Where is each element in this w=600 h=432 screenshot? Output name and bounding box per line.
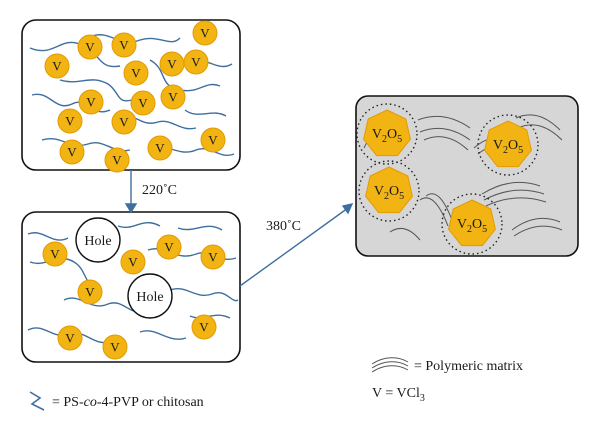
svg-text:V: V [138, 96, 148, 111]
svg-text:V: V [85, 40, 95, 55]
polymer-legend: = PS-co-4-PVP or chitosan [29, 391, 204, 411]
vcl3-particle: V [77, 279, 103, 305]
vcl3-particle: V [191, 314, 217, 340]
svg-text:V: V [86, 95, 96, 110]
step1-temperature-label: 220˚C [142, 183, 177, 198]
vcl3-particle: V [59, 139, 85, 165]
hole: Hole [75, 217, 121, 263]
vcl3-particle: V [120, 249, 146, 275]
matrix-line [515, 114, 561, 131]
matrix-legend: = Polymeric matrix [371, 357, 523, 374]
matrix-line [513, 225, 563, 237]
vcl3-particle: V [44, 53, 70, 79]
svg-text:V2O5: V2O5 [493, 138, 523, 156]
vcl3-particle: V [147, 135, 173, 161]
svg-text:Hole: Hole [84, 234, 111, 249]
vcl3-particle: V [57, 108, 83, 134]
svg-text:V: V [199, 320, 209, 335]
vcl3-particle: V [42, 241, 68, 267]
vcl3-particle: V [102, 334, 128, 360]
matrix-line [423, 136, 469, 151]
vcl3-particle: V [160, 84, 186, 110]
svg-text:V: V [50, 247, 60, 262]
matrix-line [389, 227, 421, 241]
arrow-up-right-icon [341, 203, 354, 215]
svg-text:V: V [67, 145, 77, 160]
hole: Hole [127, 273, 173, 319]
vcl3-particle: V [104, 147, 130, 173]
v2o5-particle: V2O5 [356, 103, 418, 165]
matrix-legend-text: = Polymeric matrix [414, 359, 523, 374]
svg-text:V: V [52, 59, 62, 74]
vcl3-legend: V = VCl3 [372, 386, 425, 404]
matrix-line [485, 197, 547, 207]
svg-text:V: V [85, 285, 95, 300]
matrix-line [481, 181, 541, 195]
process-arrows [124, 170, 354, 287]
svg-text:V: V [191, 55, 201, 70]
vcl3-particle: V [57, 325, 83, 351]
svg-text:V: V [208, 250, 218, 265]
svg-text:V: V [208, 133, 218, 148]
svg-text:V: V [168, 90, 178, 105]
vcl3-particle: V [111, 109, 137, 135]
svg-text:V: V [167, 57, 177, 72]
svg-text:V: V [155, 141, 165, 156]
v2o5-particle: V2O5 [477, 114, 539, 176]
svg-text:Hole: Hole [136, 290, 163, 305]
matrix-line [517, 124, 563, 141]
polymer-legend-text: = PS-co-4-PVP or chitosan [52, 395, 204, 410]
vcl3-legend-text: V = VCl3 [372, 386, 425, 404]
v2o5-particle: V2O5 [358, 160, 420, 222]
vcl3-particle: V [159, 51, 185, 77]
svg-text:V: V [112, 153, 122, 168]
v2o5-particle: V2O5 [441, 193, 503, 255]
vcl3-particle: V [156, 234, 182, 260]
svg-text:V: V [119, 38, 129, 53]
vcl3-particle: V [192, 20, 218, 46]
vcl3-particle: V [130, 90, 156, 116]
svg-text:V: V [200, 26, 210, 41]
vcl3-particle: V [200, 127, 226, 153]
svg-text:V: V [110, 340, 120, 355]
arrow-down-icon [124, 203, 138, 214]
svg-text:V: V [65, 331, 75, 346]
vcl3-particle: V [183, 49, 209, 75]
matrix-line [419, 197, 449, 227]
matrix-line [417, 115, 471, 129]
vcl3-particle: V [123, 60, 149, 86]
vcl3-particle: V [200, 244, 226, 270]
polymer-chain-legend-icon [29, 391, 45, 411]
svg-text:V2O5: V2O5 [374, 184, 404, 202]
vcl3-particle: V [111, 32, 137, 58]
svg-text:V: V [131, 66, 141, 81]
matrix-line [483, 189, 545, 201]
svg-text:V: V [65, 114, 75, 129]
svg-text:V2O5: V2O5 [372, 127, 402, 145]
step2-temperature-label: 380˚C [266, 219, 301, 234]
svg-text:V2O5: V2O5 [457, 217, 487, 235]
svg-text:V: V [119, 115, 129, 130]
svg-text:V: V [128, 255, 138, 270]
matrix-line [511, 217, 561, 231]
svg-text:V: V [164, 240, 174, 255]
matrix-line [419, 127, 471, 141]
vcl3-particle: V [77, 34, 103, 60]
matrix-line [425, 193, 453, 221]
vcl3-particle: V [78, 89, 104, 115]
matrix-legend-icon [371, 357, 409, 373]
